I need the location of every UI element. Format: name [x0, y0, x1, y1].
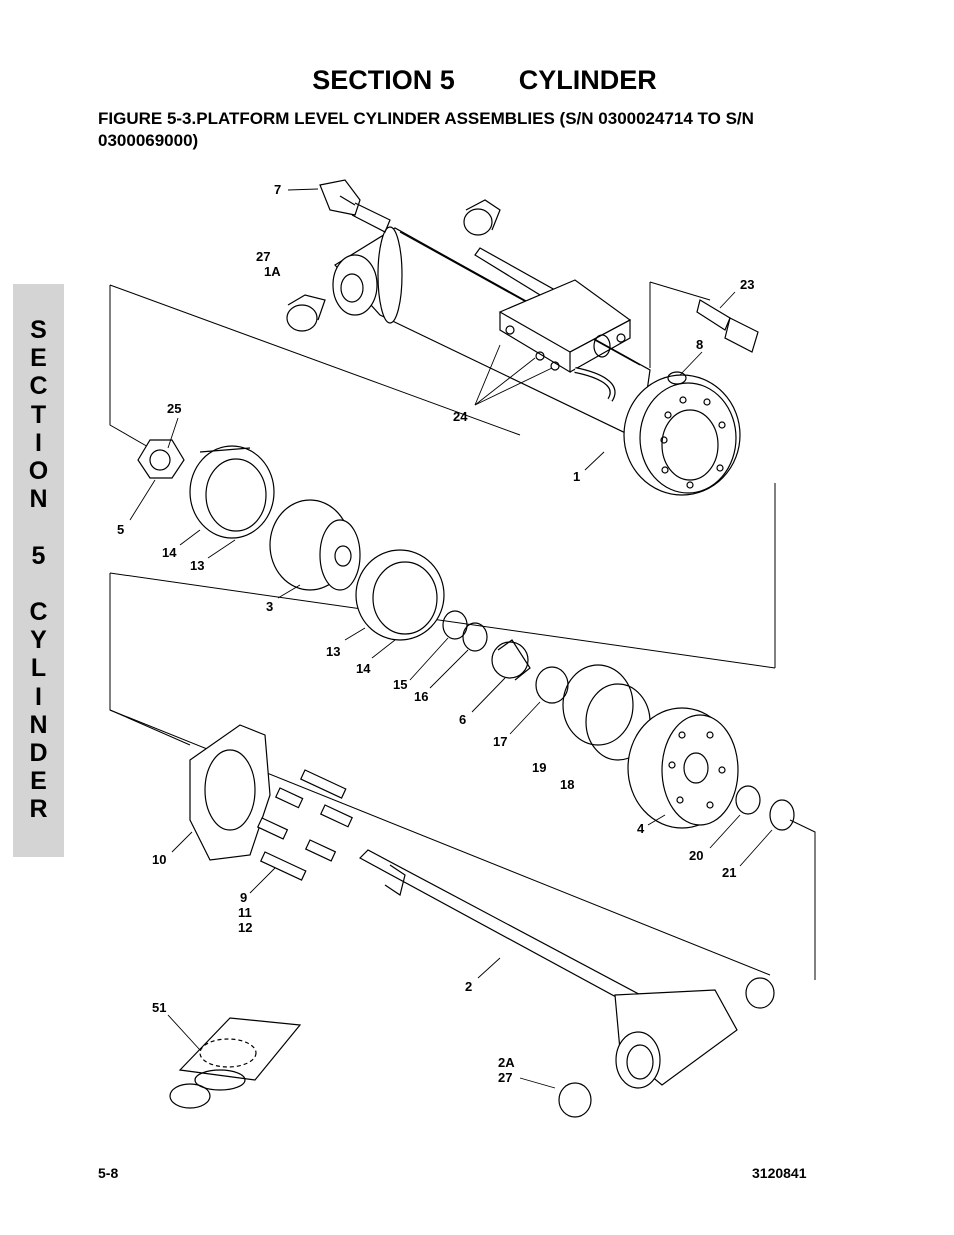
side-tab-letter: O — [28, 457, 49, 485]
side-tab-letter: E — [30, 344, 47, 373]
section-name: CYLINDER — [518, 65, 657, 95]
callout-17: 17 — [493, 734, 508, 749]
side-tab-letter: Y — [30, 626, 47, 655]
piston-3 — [269, 499, 361, 591]
callout-51: 51 — [152, 1000, 167, 1015]
ring-15 — [442, 610, 468, 640]
section-title: SECTION 5 CYLINDER — [0, 34, 954, 96]
frame-lines — [109, 281, 816, 980]
bushing-bottom-right — [745, 977, 775, 1009]
callout-20: 20 — [689, 848, 704, 863]
callout-4: 4 — [637, 821, 645, 836]
bushing-2a — [558, 1082, 592, 1118]
callout-8: 8 — [696, 337, 704, 352]
callout-6: 6 — [459, 712, 467, 727]
callout-7: 7 — [274, 182, 282, 197]
callout-27-top: 27 — [256, 249, 271, 264]
bushing-1a — [286, 304, 318, 332]
callout-3: 3 — [266, 599, 274, 614]
callout-16: 16 — [414, 689, 429, 704]
bushing-6 — [491, 639, 531, 681]
callout-15: 15 — [393, 677, 408, 692]
nut-25 — [137, 439, 185, 479]
callout-14-upper: 14 — [162, 545, 177, 560]
side-tab-letter: 5 — [31, 541, 46, 570]
callout-14-lower: 14 — [356, 661, 371, 676]
side-tab-letter: N — [29, 710, 48, 739]
side-tab-letter: N — [29, 485, 48, 514]
cylinder-head-4 — [627, 707, 739, 829]
wiper-20 — [735, 785, 761, 815]
page-number: 5-8 — [98, 1165, 119, 1181]
fitting-23 — [696, 299, 759, 353]
side-tab-letter: R — [29, 795, 48, 824]
callout-10: 10 — [152, 852, 167, 867]
piston-rod-2 — [359, 849, 738, 1089]
callout-1a: 1A — [264, 264, 281, 279]
callout-18: 18 — [560, 777, 575, 792]
section-number: SECTION 5 — [312, 65, 455, 95]
side-tab-letter: L — [30, 654, 47, 683]
side-tab-letter: D — [29, 739, 48, 767]
side-tab-letter: S — [30, 316, 47, 344]
fitting-7 — [319, 179, 391, 233]
callout-23: 23 — [740, 277, 755, 292]
side-tab-letter: I — [35, 682, 42, 711]
callout-1: 1 — [573, 469, 581, 484]
bushing-top — [463, 208, 493, 236]
flange-10 — [189, 724, 271, 861]
callout-13-upper: 13 — [190, 558, 205, 573]
o-ring-19 — [562, 664, 634, 746]
callout-27-bottom: 27 — [498, 1070, 513, 1085]
callout-13-lower: 13 — [326, 644, 341, 659]
seal-kit-51 — [169, 1017, 302, 1109]
document-number: 3120841 — [752, 1165, 807, 1181]
cylinder-barrel — [332, 226, 741, 496]
side-tab-letter: C — [29, 598, 48, 626]
side-tab-letter: I — [35, 428, 42, 457]
bushing-top-body — [465, 199, 501, 231]
callout-11: 11 — [238, 905, 252, 920]
callout-24: 24 — [453, 409, 468, 424]
callout-9: 9 — [240, 890, 248, 905]
figure-title: FIGURE 5-3.PLATFORM LEVEL CYLINDER ASSEM… — [98, 109, 754, 150]
ring-16 — [462, 622, 488, 652]
side-tab-letter: T — [30, 400, 47, 429]
callout-2a: 2A — [498, 1055, 515, 1070]
wiper-21 — [769, 799, 795, 831]
side-tab-letter: C — [29, 372, 48, 401]
callout-21: 21 — [722, 865, 737, 880]
bolt-set — [256, 769, 353, 881]
callout-12: 12 — [238, 920, 253, 935]
side-tab-letter: E — [30, 767, 47, 796]
callout-25: 25 — [167, 401, 182, 416]
piston-seal-set-upper — [189, 445, 275, 539]
exploded-cylinder-diagram — [109, 179, 816, 1118]
callout-2: 2 — [465, 979, 473, 994]
piston-seal-set-lower — [355, 549, 445, 641]
bushing-1a-body — [287, 294, 326, 321]
callout-5: 5 — [117, 522, 125, 537]
callout-19: 19 — [532, 760, 547, 775]
leader-lines — [129, 188, 773, 1089]
